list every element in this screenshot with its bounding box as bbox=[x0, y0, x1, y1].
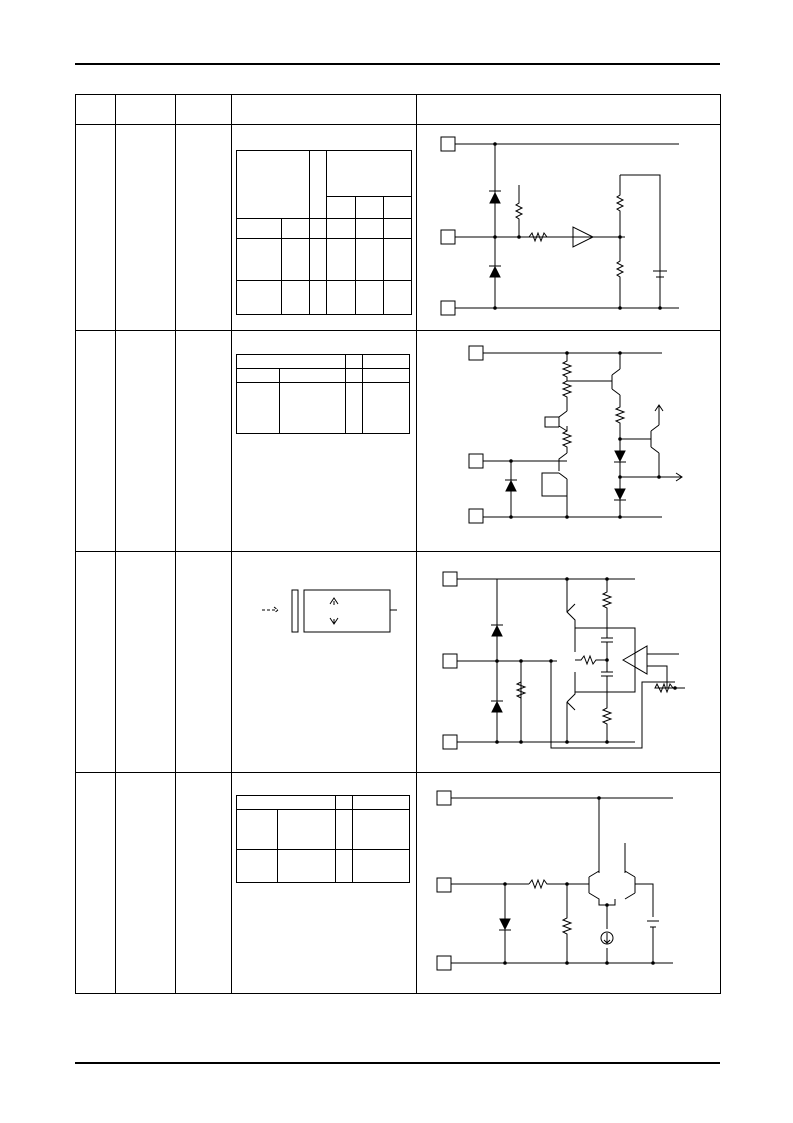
io-cell bbox=[175, 124, 232, 331]
pin-terminal bbox=[436, 790, 452, 806]
pin-terminal bbox=[436, 877, 452, 893]
diode-symbol bbox=[614, 450, 626, 463]
pin-name-cell bbox=[115, 124, 176, 331]
table-row bbox=[75, 330, 721, 552]
pin-terminal bbox=[468, 453, 484, 469]
input-bar bbox=[291, 589, 299, 633]
pin-terminal bbox=[468, 345, 484, 361]
spec-cell bbox=[231, 124, 417, 331]
circuit-cell bbox=[416, 124, 721, 331]
table-row bbox=[75, 124, 721, 331]
battery-symbol bbox=[645, 883, 659, 963]
resistor-symbol bbox=[514, 185, 524, 237]
buffer-symbol bbox=[572, 226, 595, 248]
pin-description-table bbox=[75, 94, 721, 994]
resistor-symbol bbox=[528, 878, 589, 890]
spec-table bbox=[236, 795, 410, 883]
current-source-icon bbox=[600, 931, 614, 945]
capacitor-resistor-chain bbox=[601, 579, 613, 742]
resistor-symbol bbox=[575, 654, 607, 666]
transistor-symbol bbox=[624, 843, 645, 900]
header-io bbox=[175, 94, 232, 125]
spec-table bbox=[235, 150, 413, 315]
pin-terminal bbox=[440, 300, 456, 316]
header-pin-name bbox=[115, 94, 176, 125]
pin-name-cell bbox=[115, 772, 176, 994]
resistor-symbol bbox=[528, 231, 573, 243]
table-row bbox=[75, 772, 721, 994]
transistor-symbol bbox=[566, 672, 576, 742]
pin-terminal bbox=[436, 955, 452, 971]
diode-symbol bbox=[489, 191, 501, 204]
pin-name-cell bbox=[115, 330, 176, 552]
pin-number-cell bbox=[75, 772, 116, 994]
diode-symbol bbox=[499, 918, 511, 931]
battery-symbol bbox=[653, 270, 667, 278]
header-rule bbox=[75, 63, 720, 65]
pin-terminal bbox=[442, 653, 458, 669]
up-arrow-icon bbox=[329, 597, 339, 605]
transistor-symbol bbox=[558, 410, 568, 432]
equivalent-circuit-diagram-2 bbox=[468, 345, 683, 524]
io-cell bbox=[175, 772, 232, 994]
transistor-symbol bbox=[550, 579, 675, 749]
junction-dots bbox=[493, 142, 662, 310]
equivalent-circuit-diagram-3 bbox=[442, 571, 685, 750]
timing-symbol bbox=[262, 589, 397, 633]
diode-symbol bbox=[491, 624, 503, 637]
header-equivalent-circuit bbox=[416, 94, 721, 125]
equivalent-circuit-diagram-1 bbox=[440, 136, 679, 316]
io-cell bbox=[175, 330, 232, 552]
pin-name-cell bbox=[115, 551, 176, 773]
pin-terminal bbox=[442, 734, 458, 750]
transistor-symbol bbox=[567, 368, 621, 396]
pin-terminal bbox=[442, 571, 458, 587]
footer-rule bbox=[75, 1062, 720, 1064]
header-specification bbox=[231, 94, 417, 125]
signal-box bbox=[303, 589, 391, 633]
pin-number-cell bbox=[75, 551, 116, 773]
amplifier-symbol bbox=[622, 645, 648, 675]
transistor-symbol bbox=[588, 798, 616, 906]
junction-dots bbox=[509, 351, 661, 519]
diode-symbol bbox=[491, 700, 503, 713]
transistor-symbol bbox=[620, 404, 683, 482]
transistor-symbol bbox=[558, 452, 568, 517]
junction-dots bbox=[495, 577, 677, 744]
spec-cell bbox=[231, 330, 417, 552]
circuit-cell bbox=[416, 551, 721, 773]
resistor-symbol bbox=[561, 884, 573, 963]
diode-symbol bbox=[489, 265, 501, 278]
io-cell bbox=[175, 551, 232, 773]
table-row bbox=[75, 551, 721, 773]
resistor-symbol bbox=[561, 353, 573, 411]
circuit-cell bbox=[416, 330, 721, 552]
spec-cell bbox=[231, 772, 417, 994]
header-pin-number bbox=[75, 94, 116, 125]
diode-symbol bbox=[614, 488, 626, 501]
circuit-cell bbox=[416, 772, 721, 994]
pin-terminal bbox=[440, 136, 456, 152]
down-arrow-icon bbox=[329, 617, 339, 625]
spec-table bbox=[236, 353, 410, 434]
junction-dots bbox=[503, 796, 655, 965]
diode-symbol bbox=[505, 479, 517, 492]
spec-cell bbox=[231, 551, 417, 773]
pin-terminal bbox=[440, 229, 456, 245]
resistor-symbol bbox=[515, 681, 527, 699]
pin-number-cell bbox=[75, 124, 116, 331]
equivalent-circuit-diagram-4 bbox=[436, 790, 673, 971]
table-header-row bbox=[75, 94, 721, 125]
pin-terminal bbox=[468, 508, 484, 524]
pin-number-cell bbox=[75, 330, 116, 552]
